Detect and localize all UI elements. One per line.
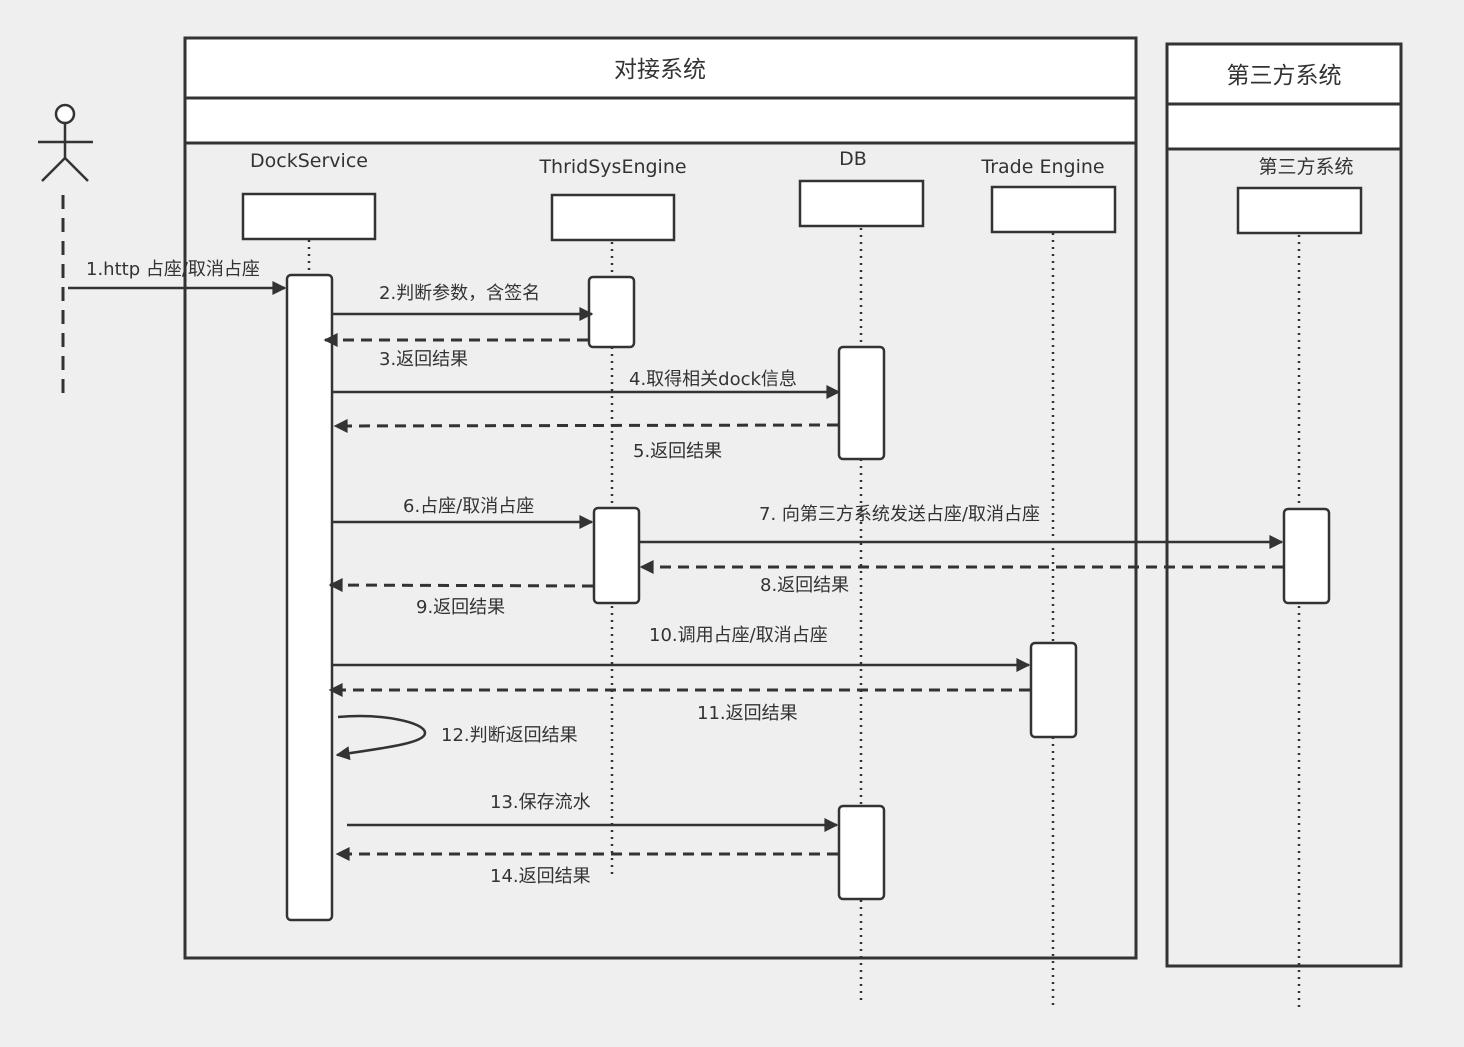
pool-title-docking: 对接系统: [614, 57, 706, 83]
activation-db-2: [837, 804, 886, 901]
message-4: 4.取得相关dock信息: [333, 369, 841, 399]
activation-engine-2: [592, 506, 641, 605]
message-9: 9.返回结果: [328, 578, 594, 618]
message-label: 14.返回结果: [490, 866, 591, 887]
message-8: 8.返回结果: [639, 560, 1283, 596]
message-12-self: 12.判断返回结果: [335, 714, 578, 761]
participant-label: DB: [839, 148, 867, 170]
participant-label: Trade Engine: [980, 156, 1104, 178]
message-label: 10.调用占座/取消占座: [649, 625, 828, 646]
activation-db-1: [837, 345, 886, 461]
message-2: 2.判断参数，含签名: [333, 283, 594, 321]
participant-box: [798, 179, 925, 228]
participant-label: 第三方系统: [1258, 156, 1353, 178]
message-label: 6.占座/取消占座: [403, 496, 534, 517]
message-label: 11.返回结果: [697, 703, 798, 724]
participant-box: [990, 185, 1117, 234]
participant-box: [1236, 186, 1363, 235]
participant-box: [550, 193, 676, 242]
activation-trade-engine: [1029, 641, 1078, 739]
pool-docking-system: 对接系统: [183, 36, 1138, 960]
activation-third-party: [1282, 507, 1331, 605]
participant-trade-engine: Trade Engine: [980, 156, 1117, 234]
pool-third-party-system: 第三方系统: [1165, 42, 1403, 968]
message-6: 6.占座/取消占座: [333, 496, 594, 529]
message-label: 8.返回结果: [760, 575, 849, 596]
message-label: 7. 向第三方系统发送占座/取消占座: [759, 504, 1040, 525]
arrow-line: [333, 418, 839, 433]
message-13: 13.保存流水: [347, 792, 839, 832]
activation-engine-1: [587, 275, 636, 349]
activation-dockservice: [285, 273, 334, 922]
self-call-arrow: [335, 714, 427, 761]
message-label: 9.返回结果: [416, 597, 505, 618]
message-10: 10.调用占座/取消占座: [333, 625, 1031, 672]
participant-label: ThridSysEngine: [538, 156, 686, 178]
message-5: 5.返回结果: [333, 418, 839, 462]
participant-thridsysengine: ThridSysEngine: [538, 156, 687, 242]
message-label: 1.http 占座/取消占座: [86, 259, 260, 280]
message-label: 5.返回结果: [633, 441, 722, 462]
message-3: 3.返回结果: [323, 333, 588, 370]
message-label: 12.判断返回结果: [441, 725, 578, 746]
message-7: 7. 向第三方系统发送占座/取消占座: [640, 504, 1284, 549]
message-14: 14.返回结果: [335, 847, 838, 887]
message-label: 4.取得相关dock信息: [629, 369, 797, 390]
message-1: 1.http 占座/取消占座: [68, 259, 287, 295]
message-label: 2.判断参数，含签名: [379, 283, 540, 304]
participant-dockservice: DockService: [241, 150, 377, 241]
participant-third-party: 第三方系统: [1236, 156, 1363, 235]
participant-db: DB: [798, 148, 925, 228]
message-label: 3.返回结果: [379, 349, 468, 370]
pool-title-third-party: 第三方系统: [1227, 63, 1342, 89]
participant-box: [241, 192, 377, 241]
message-label: 13.保存流水: [490, 792, 591, 813]
message-11: 11.返回结果: [328, 683, 1030, 724]
actor-icon: [38, 103, 93, 397]
arrow-line: [328, 578, 594, 593]
participant-label: DockService: [250, 150, 368, 172]
